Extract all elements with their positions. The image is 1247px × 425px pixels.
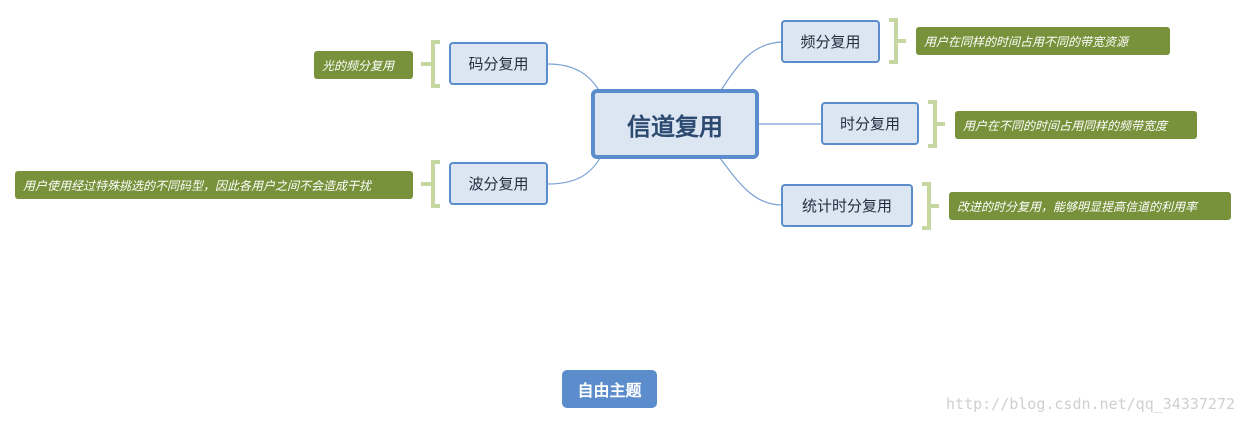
branch-wavelength-division[interactable]: 波分复用 [449, 162, 548, 205]
watermark: http://blog.csdn.net/qq_34337272 [946, 395, 1235, 413]
bracket-wave [421, 160, 440, 208]
note-statistical-tdm: 改进的时分复用，能够明显提高信道的利用率 [949, 192, 1231, 220]
bracket-freq [889, 18, 906, 64]
branch-time-division[interactable]: 时分复用 [821, 102, 919, 145]
connector-wave [547, 157, 601, 185]
central-topic[interactable]: 信道复用 [591, 89, 759, 159]
bracket-code [421, 40, 440, 88]
note-frequency-division: 用户在同样的时间占用不同的带宽资源 [916, 27, 1170, 55]
note-code-division: 光的频分复用 [314, 51, 413, 79]
note-time-division: 用户在不同的时间占用同样的频带宽度 [955, 111, 1197, 139]
free-topic[interactable]: 自由主题 [562, 370, 657, 408]
bracket-time [928, 100, 945, 148]
note-wavelength-division: 用户使用经过特殊挑选的不同码型，因此各用户之间不会造成干扰 [15, 171, 413, 199]
branch-statistical-tdm[interactable]: 统计时分复用 [781, 184, 913, 227]
connector-freq [719, 41, 783, 93]
branch-code-division[interactable]: 码分复用 [449, 42, 548, 85]
connector-stat [719, 157, 783, 206]
connector-code [547, 63, 601, 93]
branch-frequency-division[interactable]: 频分复用 [781, 20, 880, 63]
bracket-stat [922, 182, 939, 230]
